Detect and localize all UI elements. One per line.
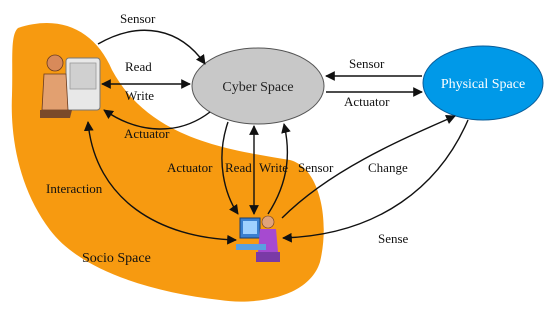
physical-space-label: Physical Space	[441, 77, 525, 92]
edge-actuator-left-label: Actuator	[124, 126, 170, 141]
edge-read-label: Read	[125, 59, 152, 74]
edge-write-label: Write	[125, 88, 154, 103]
edge-interaction	[83, 121, 237, 245]
edge-sensor-down-label: Sensor	[298, 160, 334, 175]
cyber-space-node	[191, 47, 325, 125]
edge-write-down-label: Write	[259, 160, 288, 175]
edge-sensor-down	[267, 123, 291, 215]
socio-space-label: Socio Space	[82, 251, 151, 266]
edge-sense-label: Sense	[378, 231, 409, 246]
edge-sensor-right-label: Sensor	[349, 56, 385, 71]
edge-actuator-down-label: Actuator	[167, 160, 213, 175]
edge-sense	[282, 119, 469, 243]
cyber-space-label: Cyber Space	[222, 80, 293, 95]
top-person-icon	[40, 54, 101, 118]
edge-read-down-label: Read	[225, 160, 252, 175]
bottom-person-icon	[236, 215, 280, 262]
edge-sensor-top	[97, 29, 206, 65]
edge-change	[281, 115, 456, 219]
edge-actuator-right-label: Actuator	[344, 94, 390, 109]
edge-change-label: Change	[368, 160, 408, 175]
edge-interaction-label: Interaction	[46, 181, 103, 196]
edge-sensor-top-label: Sensor	[120, 11, 156, 26]
physical-space-node	[422, 45, 544, 121]
